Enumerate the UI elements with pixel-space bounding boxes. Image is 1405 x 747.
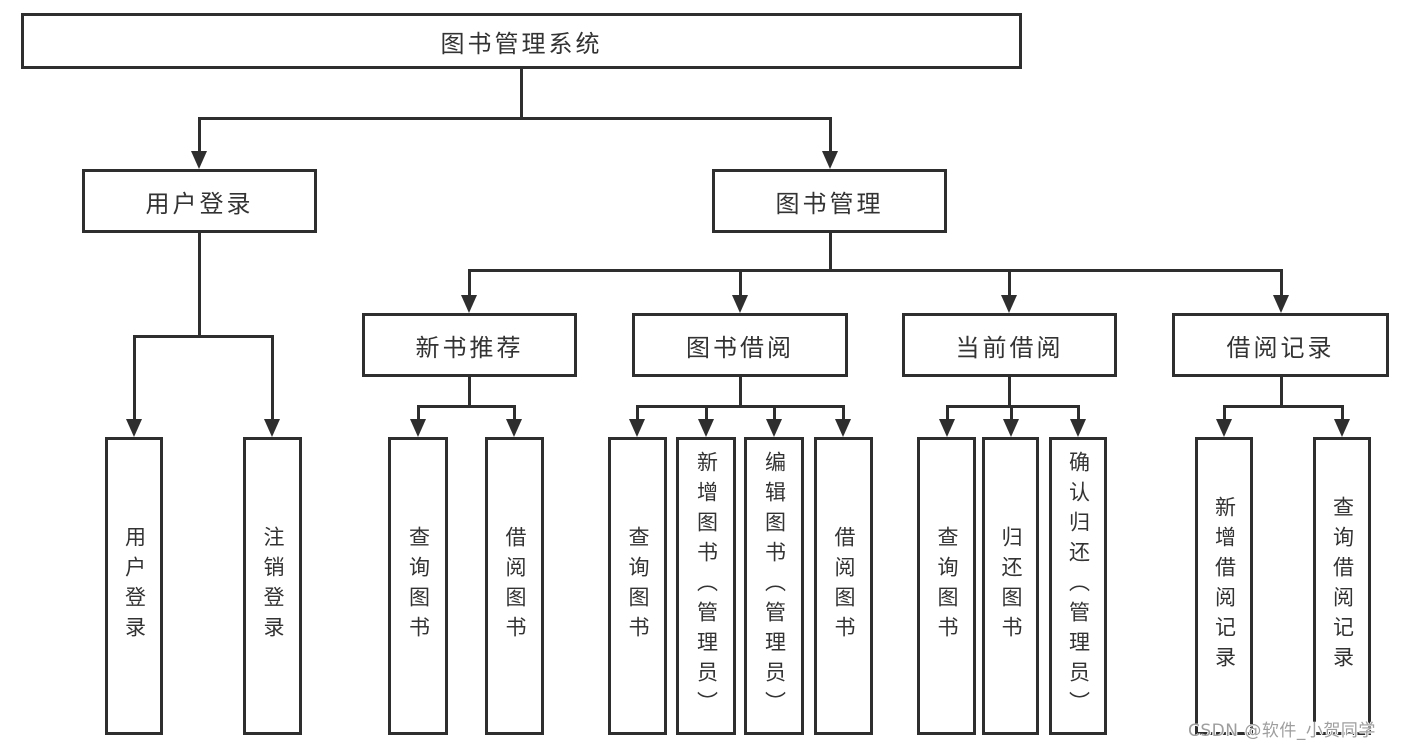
arrow-down-icon xyxy=(698,419,714,437)
leaf-records-add-record-label: 新增借阅记录 xyxy=(1212,496,1237,676)
connector-line-horizontal xyxy=(1222,404,1344,408)
leaf-newbook-query-books-label: 查询图书 xyxy=(406,526,431,646)
arrow-down-icon xyxy=(1334,419,1350,437)
connector-arrow-shaft xyxy=(738,268,742,297)
node-current-borrowing: 当前借阅 xyxy=(902,313,1117,377)
leaf-borrowing-query-books: 查询图书 xyxy=(608,437,667,735)
leaf-records-query-record-label: 查询借阅记录 xyxy=(1330,496,1355,676)
arrow-down-icon xyxy=(1070,419,1086,437)
arrow-down-icon xyxy=(629,419,645,437)
connector-arrow-shaft xyxy=(1279,268,1283,297)
connector-arrow-shaft xyxy=(1076,404,1080,421)
node-book-borrowing: 图书借阅 xyxy=(632,313,848,377)
leaf-newbook-borrow-books-label: 借阅图书 xyxy=(503,526,527,646)
arrow-down-icon xyxy=(1273,295,1289,313)
arrow-down-icon xyxy=(1001,295,1017,313)
connector-line-horizontal xyxy=(132,334,274,338)
connector-line-horizontal xyxy=(416,404,516,408)
leaf-newbook-query-books: 查询图书 xyxy=(388,437,448,735)
arrow-down-icon xyxy=(1003,419,1019,437)
connector-line-vertical xyxy=(197,233,201,337)
node-current-borrowing-label: 当前借阅 xyxy=(955,333,1064,362)
node-new-book-recommend: 新书推荐 xyxy=(362,313,577,377)
node-user-login-label: 用户登录 xyxy=(145,189,254,218)
leaf-borrowing-query-books-label: 查询图书 xyxy=(626,526,650,646)
arrow-down-icon xyxy=(939,419,955,437)
node-user-login: 用户登录 xyxy=(82,169,317,233)
leaf-borrowing-edit-books-admin-label: 编辑图书（管理员） xyxy=(762,451,787,721)
connector-arrow-shaft xyxy=(512,404,516,421)
connector-arrow-shaft xyxy=(635,404,639,421)
leaf-records-query-record: 查询借阅记录 xyxy=(1313,437,1371,735)
connector-arrow-shaft xyxy=(416,404,420,421)
leaf-logout-label: 注销登录 xyxy=(261,526,285,646)
node-borrowing-records: 借阅记录 xyxy=(1172,313,1389,377)
leaf-current-return-books: 归还图书 xyxy=(982,437,1039,735)
connector-line-vertical xyxy=(828,233,832,271)
leaf-user-login: 用户登录 xyxy=(105,437,163,735)
connector-arrow-shaft xyxy=(1222,404,1226,421)
connector-line-horizontal xyxy=(945,404,1080,408)
connector-arrow-shaft xyxy=(1007,268,1011,297)
connector-line-horizontal xyxy=(467,268,1283,272)
connector-arrow-shaft xyxy=(467,268,471,297)
leaf-current-confirm-return-admin-label: 确认归还（管理员） xyxy=(1066,451,1091,721)
connector-arrow-shaft xyxy=(270,334,274,421)
leaf-borrowing-borrow-books-label: 借阅图书 xyxy=(832,526,856,646)
arrow-down-icon xyxy=(766,419,782,437)
connector-line-vertical xyxy=(1279,377,1283,407)
leaf-borrowing-add-books-admin-label: 新增图书（管理员） xyxy=(694,451,719,721)
leaf-current-confirm-return-admin: 确认归还（管理员） xyxy=(1049,437,1107,735)
connector-arrow-shaft xyxy=(772,404,776,421)
arrow-down-icon xyxy=(191,151,207,169)
node-new-book-recommend-label: 新书推荐 xyxy=(415,333,524,362)
leaf-user-login-label: 用户登录 xyxy=(122,526,147,646)
connector-arrow-shaft xyxy=(132,334,136,421)
connector-arrow-shaft xyxy=(841,404,845,421)
connector-arrow-shaft xyxy=(1340,404,1344,421)
connector-line-vertical xyxy=(1007,377,1011,407)
connector-arrow-shaft xyxy=(197,116,201,153)
watermark: CSDN @软件_小贺同学 xyxy=(1188,721,1376,741)
arrow-down-icon xyxy=(822,151,838,169)
connector-line-horizontal xyxy=(635,404,845,408)
connector-arrow-shaft xyxy=(704,404,708,421)
connector-line-vertical xyxy=(467,377,471,407)
arrow-down-icon xyxy=(835,419,851,437)
leaf-borrowing-add-books-admin: 新增图书（管理员） xyxy=(676,437,736,735)
arrow-down-icon xyxy=(126,419,142,437)
connector-line-vertical xyxy=(738,377,742,407)
leaf-borrowing-borrow-books: 借阅图书 xyxy=(814,437,873,735)
leaf-current-query-books: 查询图书 xyxy=(917,437,976,735)
node-book-management: 图书管理 xyxy=(712,169,947,233)
leaf-logout: 注销登录 xyxy=(243,437,302,735)
arrow-down-icon xyxy=(732,295,748,313)
connector-arrow-shaft xyxy=(1009,404,1013,421)
connector-arrow-shaft xyxy=(945,404,949,421)
connector-arrow-shaft xyxy=(828,116,832,153)
node-library-management-system-label: 图书管理系统 xyxy=(440,29,603,58)
node-borrowing-records-label: 借阅记录 xyxy=(1226,333,1335,362)
arrow-down-icon xyxy=(461,295,477,313)
connector-line-horizontal xyxy=(197,116,832,120)
arrow-down-icon xyxy=(1216,419,1232,437)
connector-line-vertical xyxy=(519,69,523,119)
leaf-newbook-borrow-books: 借阅图书 xyxy=(485,437,544,735)
leaf-records-add-record: 新增借阅记录 xyxy=(1195,437,1253,735)
node-library-management-system: 图书管理系统 xyxy=(21,13,1022,69)
arrow-down-icon xyxy=(410,419,426,437)
node-book-borrowing-label: 图书借阅 xyxy=(686,333,794,362)
node-book-management-label: 图书管理 xyxy=(775,189,884,218)
leaf-borrowing-edit-books-admin: 编辑图书（管理员） xyxy=(744,437,804,735)
leaf-current-query-books-label: 查询图书 xyxy=(935,526,959,646)
arrow-down-icon xyxy=(506,419,522,437)
arrow-down-icon xyxy=(264,419,280,437)
leaf-current-return-books-label: 归还图书 xyxy=(999,526,1023,646)
